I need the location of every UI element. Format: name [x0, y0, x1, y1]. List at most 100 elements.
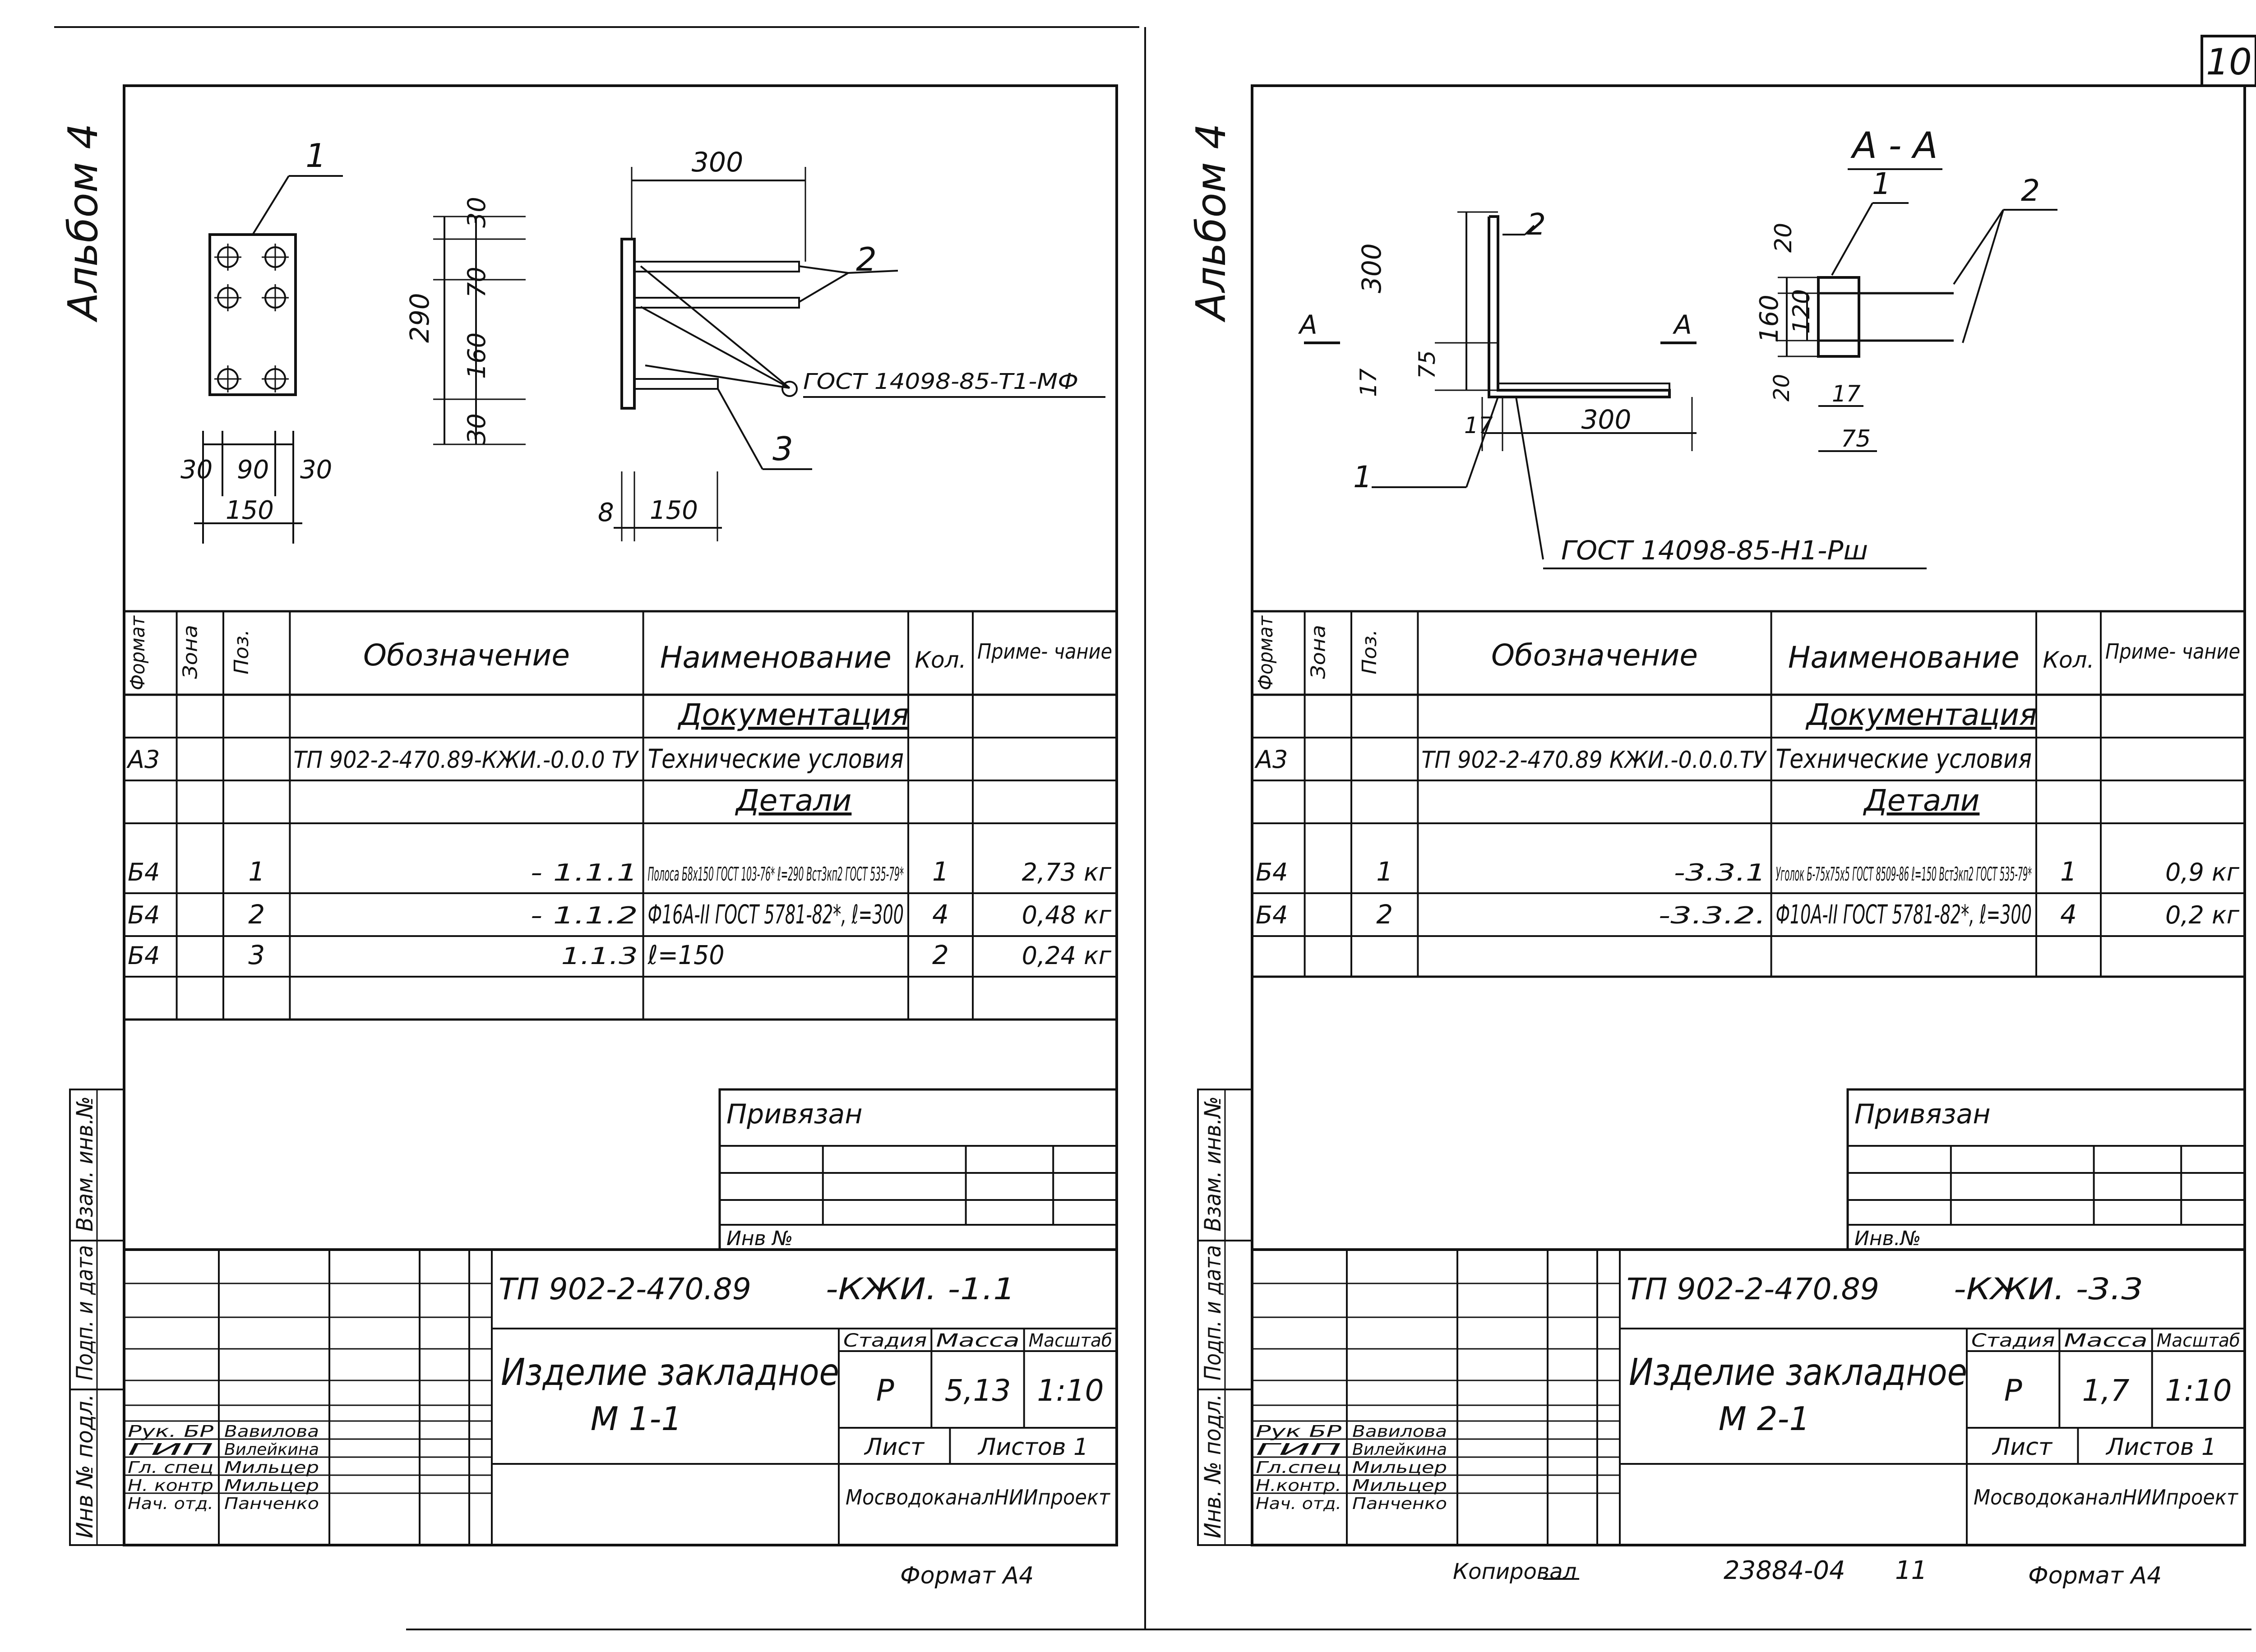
right-row-format: Б4 — [1256, 858, 1288, 886]
left-staff-name: Мильцер — [224, 1458, 319, 1477]
right-doc-mark: М 2-1 — [1719, 1400, 1810, 1438]
left-row-format: Б4 — [128, 901, 160, 929]
left-row-designation: - 1.1.2 — [531, 902, 638, 929]
left-org: МосводоканалНИИпроект — [846, 1485, 1110, 1509]
left-header-qty: Кол. — [915, 647, 966, 673]
pos-1-label: 1 — [1872, 166, 1891, 201]
left-side-label: Подп. и дата — [72, 1245, 98, 1380]
dim: 8 — [598, 498, 614, 527]
right-frame — [1251, 84, 2246, 1546]
right-row-note: 0,2 кг — [2165, 901, 2240, 929]
right-side-label: Взам. инв.№ — [1200, 1096, 1226, 1232]
left-scale-label: Масштаб — [1029, 1330, 1112, 1351]
dim: 30 — [300, 455, 332, 485]
left-mass-label: Масса — [936, 1330, 1019, 1351]
right-staff-name: Панченко — [1352, 1495, 1447, 1513]
line — [645, 365, 790, 389]
right-sheet-label: Лист — [1992, 1434, 2053, 1461]
left-doc-title: Изделие закладное — [501, 1351, 839, 1394]
left-row-name: ℓ=150 — [647, 940, 725, 970]
left-stage: Р — [876, 1373, 894, 1408]
dim: 17 — [1464, 412, 1493, 438]
line — [1515, 397, 1544, 560]
line — [640, 306, 790, 389]
right-row-designation: -3.3.2. — [1659, 902, 1766, 929]
left-bound-label: Привязан — [726, 1098, 863, 1130]
cut-mark: А — [1672, 309, 1692, 340]
line — [1962, 209, 2004, 343]
right-header-qty: Кол. — [2043, 647, 2094, 673]
line — [798, 265, 849, 274]
right-row-name: Технические условия — [1776, 743, 2032, 774]
plate-side — [620, 238, 636, 410]
left-row-note: 0,24 кг — [1022, 941, 1112, 970]
pos-2-label: 2 — [2021, 173, 2040, 208]
left-header-designation: Обозначение — [363, 638, 570, 673]
pos-3-label: 3 — [772, 430, 793, 468]
left-staff-name: Вилейкина — [224, 1440, 319, 1459]
dim: 290 — [404, 293, 435, 343]
left-staff-role: Н. контр — [128, 1477, 213, 1495]
right-row-designation: ТП 902-2-470.89 КЖИ.-0.0.0.ТУ — [1421, 747, 1767, 774]
left-row-designation: - 1.1.1 — [531, 859, 638, 886]
right-org: МосводоканалНИИпроект — [1974, 1485, 2238, 1509]
right-header-pos: Поз. — [1358, 629, 1381, 674]
left-row-format: А3 — [126, 745, 160, 774]
right-doc-title: Изделие закладное — [1629, 1351, 1967, 1394]
right-stage: Р — [2004, 1373, 2022, 1408]
dim: 300 — [1581, 404, 1632, 435]
sheet-page: 11 — [1895, 1556, 1927, 1585]
left-sheets-label: Листов 1 — [977, 1434, 1088, 1461]
copied-by: Копировал — [1453, 1559, 1576, 1584]
left-row-format: Б4 — [128, 858, 160, 886]
bar-short — [633, 378, 719, 390]
right-row-pos: 1 — [1376, 856, 1393, 887]
left-side-label: Инв № подл. — [72, 1394, 98, 1538]
right-staff-role: Рук БР — [1256, 1422, 1341, 1441]
right-header-designation: Обозначение — [1491, 638, 1698, 673]
right-staff-name: Вилейкина — [1352, 1440, 1447, 1459]
line — [1524, 225, 1535, 235]
right-header-name: Наименование — [1788, 640, 2020, 675]
left-header-pos: Поз. — [230, 629, 253, 674]
right-side-label: Инв. № подл. — [1200, 1394, 1226, 1538]
dim: 75 — [1841, 425, 1871, 452]
pos-2-label: 2 — [856, 240, 877, 278]
dim: 70 — [462, 267, 491, 298]
right-staff-role: Н.контр. — [1256, 1477, 1341, 1495]
right-header-zone: Зона — [1307, 625, 1330, 679]
right-side-label: Подп. и дата — [1200, 1245, 1226, 1380]
dim: 160 — [462, 332, 491, 379]
right-stage-label: Стадия — [1971, 1330, 2055, 1351]
left-row-name: Ф16А-II ГОСТ 5781-82*, ℓ=300 — [648, 899, 904, 930]
dim: 150 — [226, 496, 274, 525]
dim: 20 — [1770, 223, 1797, 253]
right-row-name: Уголок Б-75x75x5 ГОСТ 8509-86 ℓ=150 Вст3… — [1776, 863, 2032, 885]
left-row-name: Полоса Б8x150 ГОСТ 103-76* ℓ=290 Вст3кп2… — [648, 863, 904, 885]
right-doc-code-suffix: -КЖИ. -3.3 — [1954, 1272, 2143, 1306]
archive-code: 23884-04 — [1724, 1556, 1845, 1585]
left-side-label: Взам. инв.№ — [72, 1096, 98, 1232]
right-row-heading: Документация — [1805, 697, 2037, 732]
dim: 90 — [237, 455, 269, 485]
pos-1-label: 1 — [1353, 460, 1372, 494]
dim: 300 — [1356, 243, 1387, 293]
line — [640, 265, 791, 389]
left-row-name: Технические условия — [648, 743, 904, 774]
left-row-heading: Документация — [677, 697, 909, 732]
line — [798, 272, 849, 303]
left-header-format: Формат — [126, 615, 149, 690]
right-inv-label: Инв.№ — [1854, 1227, 1921, 1250]
pos-1-label: 1 — [305, 137, 326, 175]
right-row-format: Б4 — [1256, 901, 1288, 929]
dim: 30 — [462, 413, 491, 444]
right-staff-name: Мильцер — [1352, 1458, 1447, 1477]
left-sheet-label: Лист — [864, 1434, 925, 1461]
section-label: А - А — [1850, 125, 1937, 166]
right-row-name: Ф10А-II ГОСТ 5781-82*, ℓ=300 — [1776, 899, 2032, 930]
left-header-name: Наименование — [660, 640, 892, 675]
right-header-note: Приме- чание — [2105, 639, 2240, 664]
right-staff-role: Гл.спец — [1256, 1458, 1341, 1477]
left-frame — [123, 84, 1118, 1546]
